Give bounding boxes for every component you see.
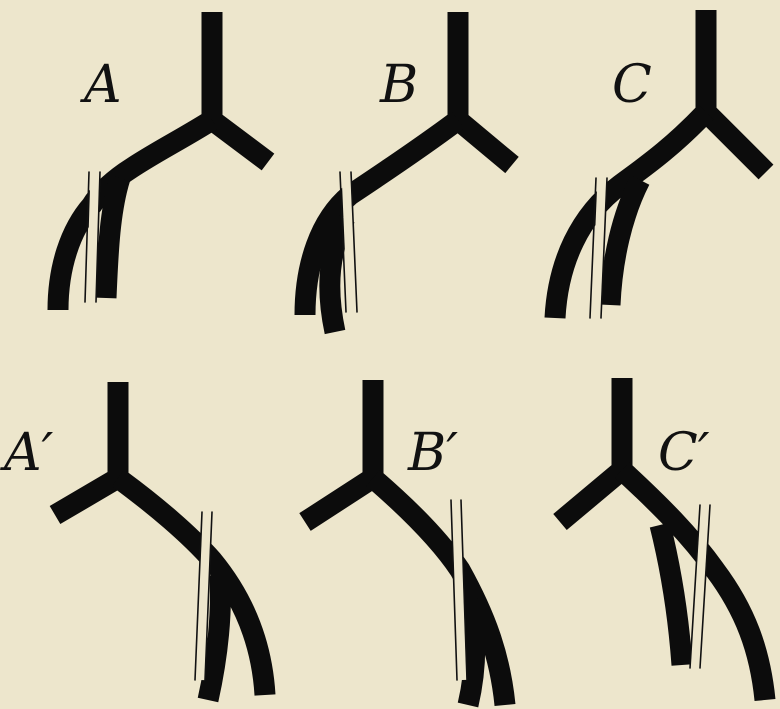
vessel-trunk-a	[212, 12, 268, 162]
label-b-prime: B′	[407, 423, 458, 483]
figure-c-prime: C′	[560, 378, 765, 700]
figure-b-prime: B′	[305, 380, 505, 705]
vessel-branch-b-prime	[373, 478, 505, 705]
figure-c: C	[555, 10, 766, 318]
vessel-branch-a	[58, 120, 212, 310]
vessel-sub-branch-b-prime	[468, 600, 475, 705]
label-c-prime: C′	[658, 423, 710, 483]
label-c: C	[612, 55, 652, 115]
vessel-sub-branch-c-prime	[660, 525, 682, 665]
label-b: B	[379, 55, 418, 115]
figure-a: A	[58, 12, 268, 310]
label-a: A	[80, 55, 122, 115]
vessel-trunk-c-prime	[560, 378, 622, 522]
vessel-trunk-c	[706, 10, 766, 172]
vessel-trunk-b	[458, 12, 512, 165]
vessel-sub-branch-a	[106, 178, 120, 298]
label-a-prime: A′	[0, 423, 54, 483]
vessel-trunk-a-prime	[55, 382, 118, 515]
figure-a-prime: A′	[0, 382, 265, 700]
figure-b: B	[305, 12, 512, 332]
vessel-sub-branch-a-prime	[208, 575, 221, 700]
vessel-branch-a-prime	[118, 478, 265, 695]
vessel-trunk-b-prime	[305, 380, 373, 522]
